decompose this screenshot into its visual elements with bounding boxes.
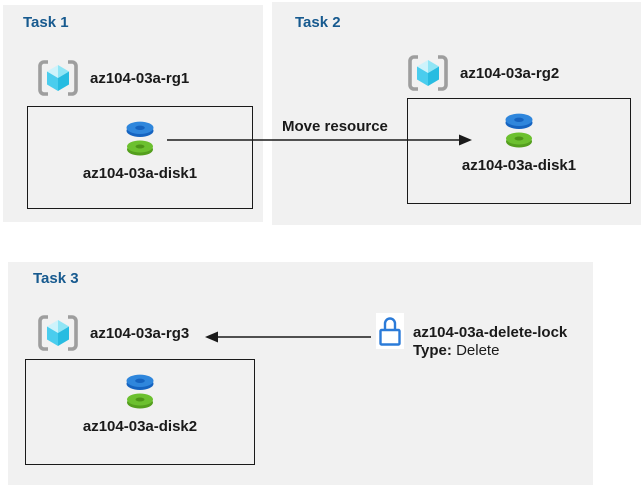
resource-group-label: az104-03a-rg3 [90,324,190,342]
lock-icon [376,313,404,349]
delete-lock-callout: az104-03a-delete-lock Type: Delete [376,313,567,360]
lock-type-label: Type: [413,342,452,359]
task3-disk-box: az104-03a-disk2 [25,359,255,465]
task1-resource-group: az104-03a-rg1 [36,58,189,98]
resource-group-icon [36,313,80,353]
resource-group-icon [36,58,80,98]
task3-panel: Task 3 az104-03a-rg3 [8,262,593,485]
task2-title: Task 2 [295,14,341,31]
task3-title: Task 3 [33,270,79,287]
task2-panel: Task 2 az104-03a-rg2 [272,2,641,225]
disk-icon [120,370,160,412]
lock-type-line: Type: Delete [413,342,567,360]
task3-resource-group: az104-03a-rg3 [36,313,189,353]
move-resource-label: Move resource [282,118,388,135]
task1-disk-box: az104-03a-disk1 [27,106,253,209]
disk-label: az104-03a-disk2 [82,418,198,435]
task1-title: Task 1 [23,14,69,31]
task2-resource-group: az104-03a-rg2 [406,53,559,93]
lock-text: az104-03a-delete-lock Type: Delete [413,324,567,360]
disk-icon [120,117,160,159]
task1-panel: Task 1 az104-03a-rg1 [3,5,263,222]
resource-group-icon [406,53,450,93]
resource-group-label: az104-03a-rg1 [90,69,190,87]
disk-icon [499,109,539,151]
lock-name: az104-03a-delete-lock [413,324,568,341]
disk-label: az104-03a-disk1 [461,157,577,174]
resource-group-label: az104-03a-rg2 [460,64,560,82]
disk-label: az104-03a-disk1 [82,165,198,182]
lock-type-value: Delete [456,342,500,359]
task2-disk-box: az104-03a-disk1 [407,98,631,204]
